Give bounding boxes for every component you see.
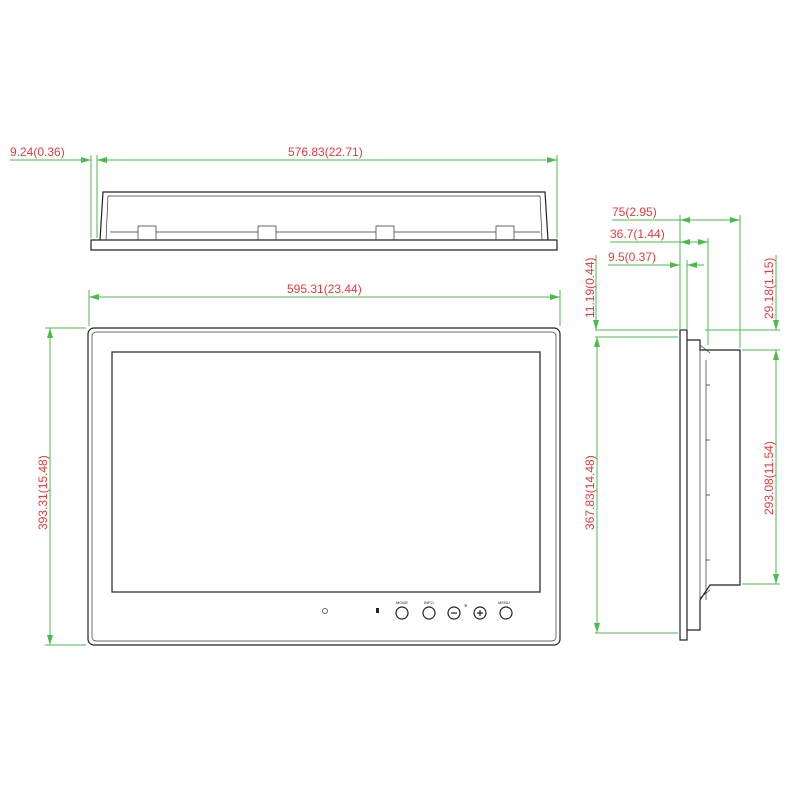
plus-icon [473, 606, 487, 620]
edge-offset-label: 9.24(0.36) [10, 145, 65, 159]
top-view: 9.24(0.36) 576.83(22.71) [10, 145, 558, 251]
top-width-label: 576.83(22.71) [288, 145, 363, 159]
info-icon [422, 606, 436, 620]
side-view: 75(2.95) 36.7(1.44) 9.5(0.37) 11.19(0.44… [583, 205, 780, 641]
bezel-label: 9.5(0.37) [608, 250, 656, 264]
brightness-icon: ✲ [464, 603, 468, 608]
menu-icon [499, 606, 513, 620]
front-view: MODE INFO MENU ✲ 595.31(23.44) 393.31(15… [36, 282, 561, 646]
front-height-label: 393.31(15.48) [36, 455, 50, 530]
body-offset-label: 29.18(1.15) [762, 258, 776, 319]
top-offset-label: 11.19(0.44) [583, 258, 597, 319]
depth-label: 75(2.95) [612, 205, 657, 219]
front-width-label: 595.31(23.44) [287, 282, 362, 296]
minus-icon [447, 606, 461, 620]
body-height-label: 293.08(11.54) [762, 441, 776, 515]
source-icon [395, 606, 409, 620]
screen-area [111, 351, 541, 593]
power-led-icon [376, 608, 379, 613]
cutout-height-label: 367.83(14.48) [583, 455, 597, 530]
menu-button-label: MENU [498, 600, 510, 605]
sensor-icon [322, 608, 328, 614]
mode-button-label: MODE [396, 600, 408, 605]
mid-depth-label: 36.7(1.44) [610, 227, 665, 241]
info-button-label: INFO [424, 600, 434, 605]
